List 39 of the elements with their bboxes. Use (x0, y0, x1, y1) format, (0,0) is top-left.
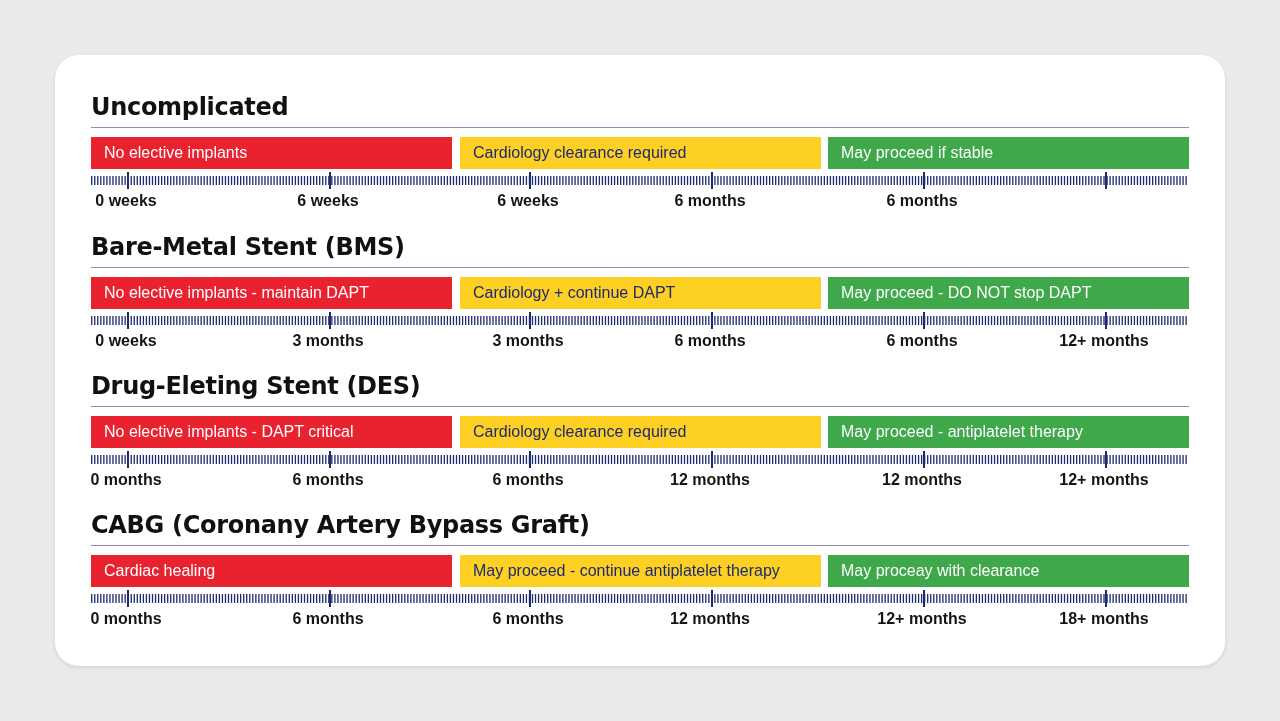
tick-label: 12 months (882, 470, 962, 490)
tick-label: 0 months (90, 608, 162, 629)
tick-label: 12+ months (877, 608, 967, 629)
tick-label: 6 months (492, 608, 564, 629)
phase-bar: May proceed - DO NOT stop DAPT (828, 276, 1189, 309)
tick-label: 12+ months (1059, 470, 1149, 490)
phase-bar: No elective implants (91, 137, 452, 169)
phase-bar: May proceay with clearance (828, 554, 1189, 587)
phase-bar: Cardiology clearance required (460, 137, 821, 169)
tick-label: 6 months (292, 608, 364, 629)
phase-bar: May proceed if stable (828, 137, 1189, 169)
phase-bar: Cardiac healing (91, 554, 452, 587)
phase-bar: No elective implants - DAPT critical (91, 416, 452, 448)
section-heading: Drug-Eleting Stent (DES) (91, 371, 421, 401)
tick-label: 0 weeks (95, 330, 157, 351)
tick-label: 0 weeks (95, 191, 157, 211)
tick-label: 18+ months (1059, 608, 1149, 629)
tick-label: 12 months (670, 470, 750, 490)
section-heading: CABG (Coronany Artery Bypass Graft) (91, 509, 590, 540)
phase-bar: No elective implants - maintain DAPT (91, 276, 452, 309)
phase-bar: Cardiology + continue DAPT (460, 276, 821, 309)
tick-label: 3 months (492, 330, 564, 351)
tick-label: 6 months (674, 330, 746, 351)
tick-label: 6 weeks (497, 191, 559, 211)
phase-bar: May proceed - continue antiplatelet therapy (460, 554, 821, 587)
tick-label: 6 months (292, 470, 364, 490)
tick-label: 3 months (292, 330, 364, 351)
section-heading: Uncomplicated (91, 92, 289, 122)
tick-label: 12+ months (1059, 330, 1149, 351)
tick-label: 6 months (492, 470, 564, 490)
tick-label: 12 months (670, 608, 750, 629)
phase-bar: Cardiology clearance required (460, 416, 821, 448)
tick-label: 6 months (886, 191, 958, 211)
tick-label: 6 months (674, 191, 746, 211)
section-heading: Bare-Metal Stent (BMS) (91, 231, 405, 262)
tick-label: 0 months (90, 470, 162, 490)
tick-label: 6 months (886, 330, 958, 351)
phase-bar: May proceed - antiplatelet therapy (828, 416, 1189, 448)
tick-label: 6 weeks (297, 191, 359, 211)
